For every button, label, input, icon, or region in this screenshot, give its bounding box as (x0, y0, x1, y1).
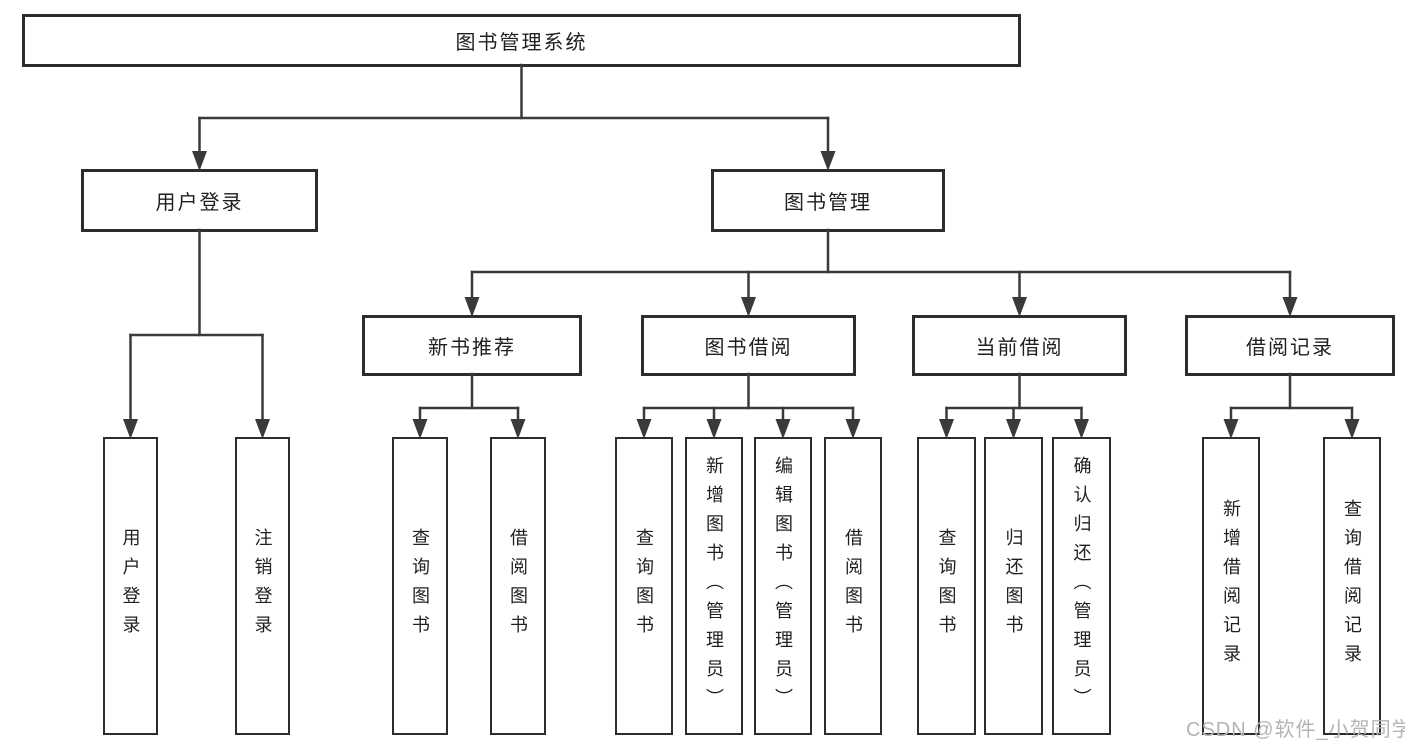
node-book-management: 图书管理 (711, 169, 945, 232)
node-label-borrow-records: 借阅记录 (1246, 337, 1334, 359)
node-edit-books-admin: 编辑图书（管理员） (754, 437, 812, 735)
node-label-login-action: 用户登录 (120, 528, 141, 644)
node-label-add-books-admin: 新增图书（管理员） (704, 455, 724, 717)
node-add-borrow-record: 新增借阅记录 (1202, 437, 1260, 735)
node-label-query-books-recommend: 查询图书 (410, 528, 430, 644)
node-login-action: 用户登录 (103, 437, 158, 735)
node-label-logout-action: 注销登录 (252, 528, 273, 644)
node-borrow-books-recommend: 借阅图书 (490, 437, 546, 735)
node-label-root: 图书管理系统 (455, 32, 588, 54)
node-user-login: 用户登录 (81, 169, 318, 232)
node-label-query-books-borrow: 查询图书 (634, 528, 654, 644)
node-logout-action: 注销登录 (235, 437, 290, 735)
node-label-book-borrow: 图书借阅 (704, 337, 793, 359)
node-label-current-borrow: 当前借阅 (975, 337, 1064, 359)
node-label-query-books-current: 查询图书 (936, 528, 957, 644)
node-label-user-login: 用户登录 (155, 192, 244, 214)
node-return-books: 归还图书 (984, 437, 1043, 735)
node-label-confirm-return-admin: 确认归还（管理员） (1071, 455, 1092, 717)
node-label-borrow-books-action: 借阅图书 (843, 528, 863, 644)
node-query-books-current: 查询图书 (917, 437, 976, 735)
node-label-add-borrow-record: 新增借阅记录 (1221, 499, 1241, 673)
node-borrow-records: 借阅记录 (1185, 315, 1395, 376)
node-current-borrow: 当前借阅 (912, 315, 1127, 376)
node-label-book-management: 图书管理 (784, 192, 872, 214)
node-label-return-books: 归还图书 (1003, 528, 1024, 644)
node-query-books-recommend: 查询图书 (392, 437, 448, 735)
node-label-edit-books-admin: 编辑图书（管理员） (773, 455, 793, 717)
watermark: CSDN @软件_小贺同学 (1186, 719, 1405, 741)
node-label-borrow-books-recommend: 借阅图书 (508, 528, 528, 644)
node-confirm-return-admin: 确认归还（管理员） (1052, 437, 1111, 735)
node-book-borrow: 图书借阅 (641, 315, 856, 376)
node-new-book-recommend: 新书推荐 (362, 315, 582, 376)
node-add-books-admin: 新增图书（管理员） (685, 437, 743, 735)
node-query-books-borrow: 查询图书 (615, 437, 673, 735)
node-root: 图书管理系统 (22, 14, 1021, 67)
node-borrow-books-action: 借阅图书 (824, 437, 882, 735)
node-label-query-borrow-record: 查询借阅记录 (1342, 499, 1362, 673)
node-label-new-book-recommend: 新书推荐 (428, 337, 516, 359)
node-query-borrow-record: 查询借阅记录 (1323, 437, 1381, 735)
